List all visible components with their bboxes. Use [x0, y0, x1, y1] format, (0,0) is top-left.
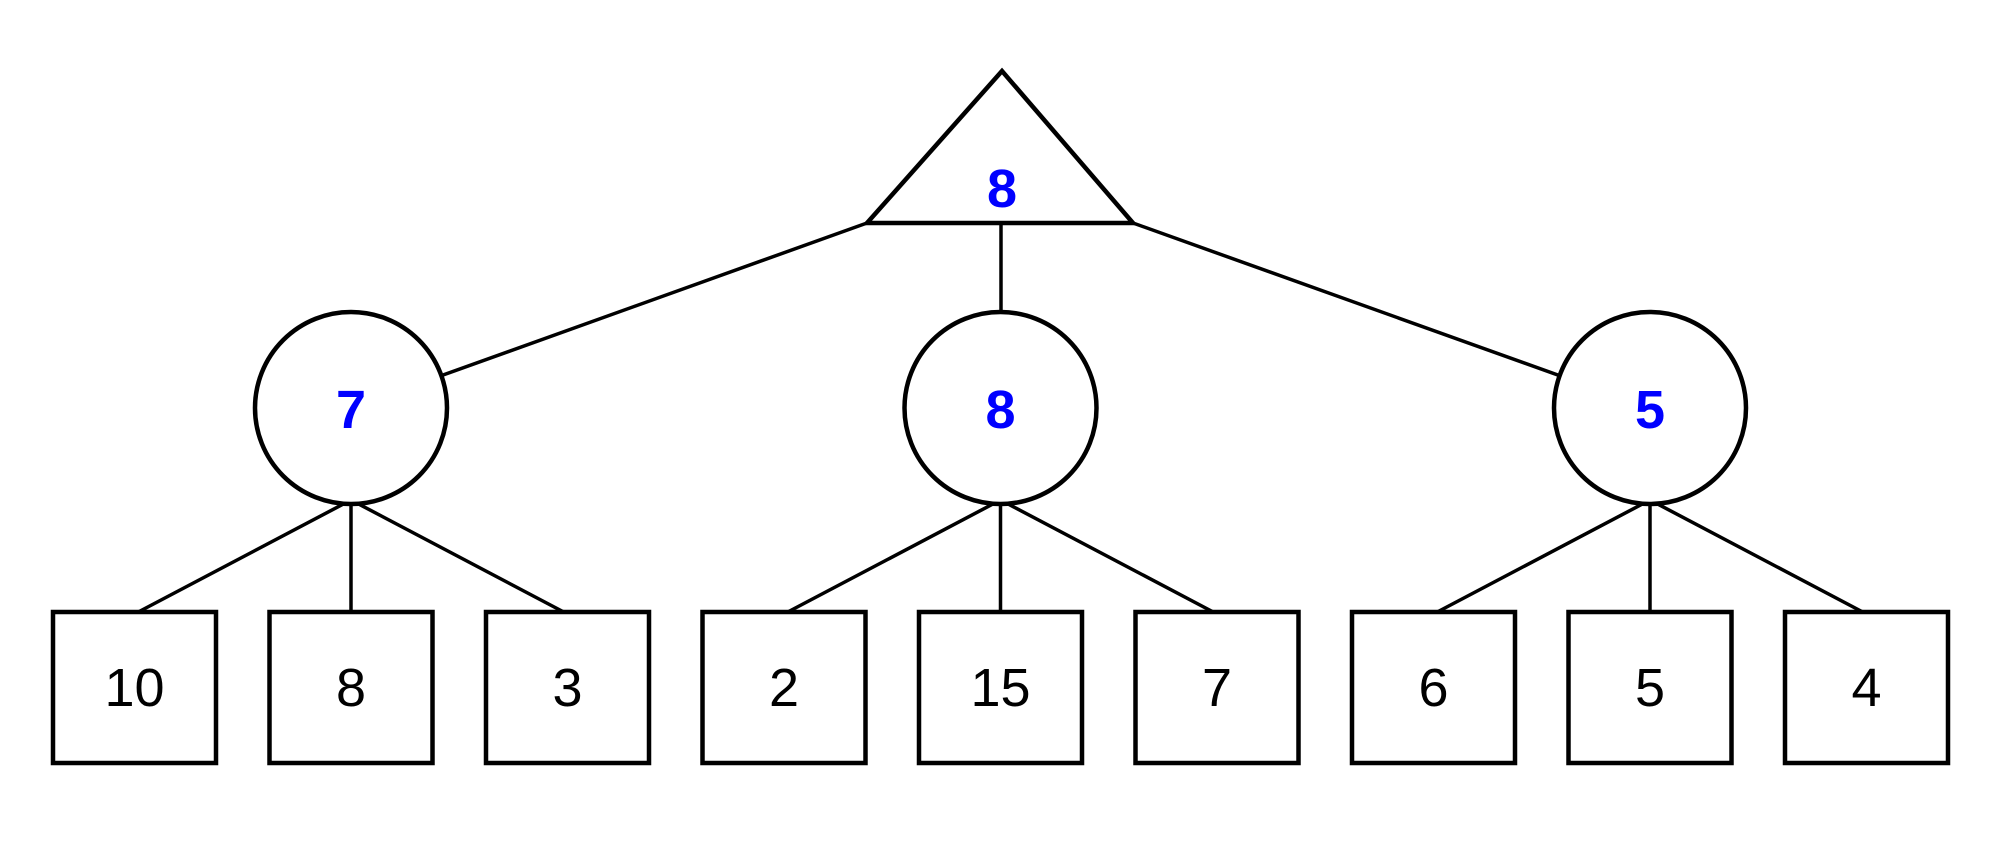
leaf-node-square-8: 5	[1566, 609, 1734, 766]
edge-circle3-to-leaf-1	[1432, 498, 1651, 616]
leaf-node-value-1: 10	[104, 658, 164, 718]
circle-shape	[1551, 309, 1749, 507]
circle-shape	[902, 309, 1099, 507]
leaf-node-value-7: 6	[1418, 658, 1448, 718]
internal-node-circle-2: 8	[902, 309, 1099, 507]
edge-circle1-to-leaf-1	[133, 498, 352, 616]
internal-node-value-3: 5	[1635, 380, 1665, 440]
leaf-node-square-6: 7	[1133, 609, 1301, 766]
leaf-node-square-4: 2	[700, 609, 868, 766]
leaf-node-square-2: 8	[267, 609, 435, 766]
root-node-triangle: 8	[861, 67, 1138, 226]
leaf-node-square-5: 15	[916, 609, 1085, 766]
square-shape	[916, 609, 1085, 766]
internal-node-value-1: 7	[336, 380, 366, 440]
square-shape	[50, 609, 219, 766]
circle-shape	[252, 309, 450, 507]
leaf-node-value-2: 8	[336, 658, 366, 718]
square-shape	[483, 609, 652, 766]
square-shape	[1349, 609, 1518, 766]
leaf-node-square-7: 6	[1349, 609, 1518, 766]
leaf-node-value-3: 3	[552, 658, 582, 718]
leaf-node-value-9: 4	[1851, 658, 1881, 718]
leaf-node-square-9: 4	[1782, 609, 1951, 766]
square-shape	[267, 609, 435, 766]
leaf-node-value-8: 5	[1635, 658, 1665, 718]
internal-node-value-2: 8	[985, 380, 1015, 440]
leaf-node-square-1: 10	[50, 609, 219, 766]
internal-node-circle-3: 5	[1551, 309, 1749, 507]
square-shape	[1133, 609, 1301, 766]
edge-circle2-to-leaf-3	[999, 498, 1218, 616]
edge-circle3-to-leaf-3	[1649, 498, 1868, 616]
square-shape	[700, 609, 868, 766]
internal-node-circle-1: 7	[252, 309, 450, 507]
leaf-node-value-4: 2	[769, 658, 799, 718]
square-shape	[1566, 609, 1734, 766]
triangle-shape	[861, 67, 1138, 226]
leaf-node-square-3: 3	[483, 609, 652, 766]
edge-circle2-to-leaf-1	[783, 498, 1002, 616]
leaf-node-value-6: 7	[1202, 658, 1232, 718]
leaf-node-value-5: 15	[970, 658, 1030, 718]
root-node-value: 8	[987, 159, 1017, 219]
square-shape	[1782, 609, 1951, 766]
edge-circle1-to-leaf-3	[350, 498, 569, 616]
